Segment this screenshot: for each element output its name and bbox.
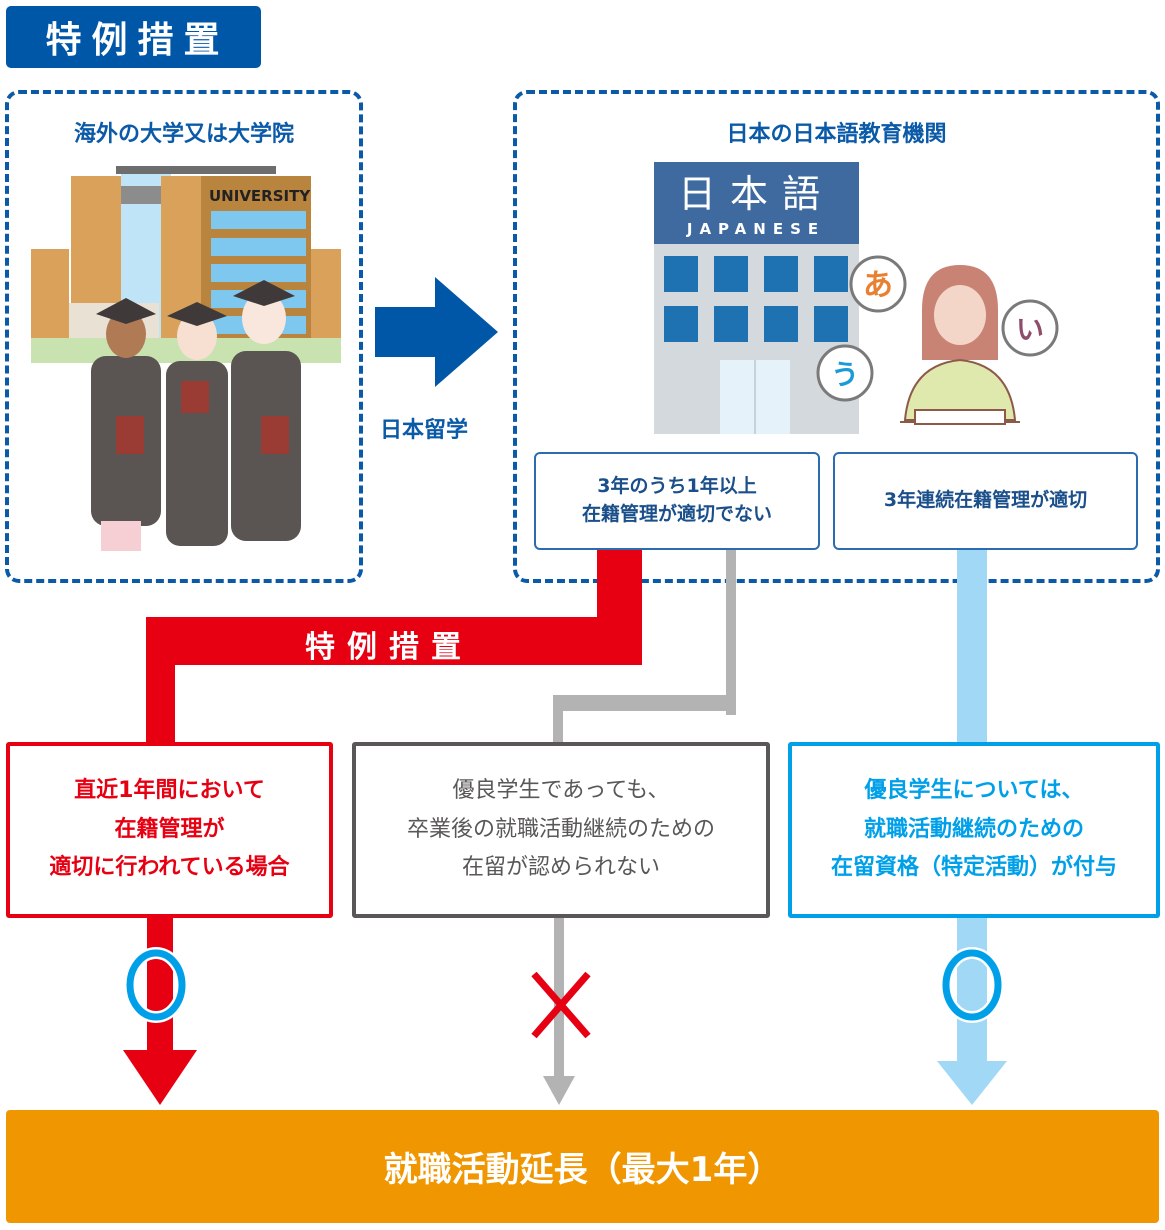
gray-connector-horizontal <box>553 695 736 711</box>
special-measure-badge: 特例措置 <box>6 6 261 68</box>
japanese-school-panel: 日本の日本語教育機関 <box>513 90 1160 583</box>
outcome-granted-line1: 優良学生については、 <box>864 778 1084 804</box>
overseas-university-title: 海外の大学又は大学院 <box>73 122 294 147</box>
red-connector-vertical-bottom <box>146 617 175 744</box>
approved-circle-icon <box>940 947 1004 1023</box>
gray-connector-vertical-top <box>726 550 736 715</box>
red-down-arrow <box>123 918 197 1105</box>
outcome-special-line3: 適切に行われている場合 <box>49 855 290 881</box>
outcome-granted-line2: 就職活動継続のための <box>863 816 1084 842</box>
outcome-special-line1: 直近1年間において <box>74 778 265 804</box>
special-measure-path-label: 特例措置 <box>305 630 473 665</box>
study-in-japan-label: 日本留学 <box>380 418 469 443</box>
speech-bubble-u: う <box>831 358 859 391</box>
condition-box-adequate: 3年連続在籍管理が適切 <box>833 452 1138 550</box>
outcome-granted-line3: 在留資格（特定活動）が付与 <box>830 855 1117 881</box>
denied-cross-icon <box>531 971 591 1039</box>
school-sign-main: 日本語 <box>678 172 834 216</box>
outcome-box-status-granted: 優良学生については、 就職活動継続のための 在留資格（特定活動）が付与 <box>788 742 1160 918</box>
speech-bubble-a: あ <box>863 268 893 303</box>
lightblue-connector-vertical <box>957 550 987 745</box>
arrow-right-icon <box>375 277 498 387</box>
university-graduates-illustration: UNIVERSITY <box>31 166 341 551</box>
outcome-box-not-permitted: 優良学生であっても、 卒業後の就職活動継続のための 在留が認められない <box>352 742 770 918</box>
japanese-school-title: 日本の日本語教育機関 <box>726 122 947 147</box>
condition-inadequate-line1: 3年のうち1年以上 <box>597 475 757 498</box>
lightblue-down-arrow <box>937 918 1007 1105</box>
outcome-special-line2: 在籍管理が <box>114 816 225 842</box>
condition-box-inadequate: 3年のうち1年以上 在籍管理が適切でない <box>534 452 820 550</box>
speech-bubble-i: い <box>1016 313 1044 346</box>
gray-connector-vertical-bottom <box>553 695 563 745</box>
outcome-denied-line3: 在留が認められない <box>461 855 660 881</box>
red-connector-horizontal <box>146 617 642 665</box>
condition-inadequate-line2: 在籍管理が適切でない <box>581 503 772 525</box>
school-sign-sub: JAPANESE <box>686 220 825 238</box>
overseas-university-panel: 海外の大学又は大学院 UNIVERSITY <box>5 90 363 583</box>
university-sign: UNIVERSITY <box>209 187 311 205</box>
outcome-box-special-measure: 直近1年間において 在籍管理が 適切に行われている場合 <box>6 742 333 918</box>
job-hunting-extension-bar: 就職活動延長（最大1年） <box>6 1110 1159 1223</box>
japanese-school-illustration: 日本語 JAPANESE あ い う <box>654 162 1059 434</box>
condition-adequate-line1: 3年連続在籍管理が適切 <box>883 489 1088 512</box>
outcome-denied-line1: 優良学生であっても、 <box>452 778 670 804</box>
approved-circle-icon <box>124 947 188 1023</box>
outcome-denied-line2: 卒業後の就職活動継続のための <box>406 816 715 842</box>
